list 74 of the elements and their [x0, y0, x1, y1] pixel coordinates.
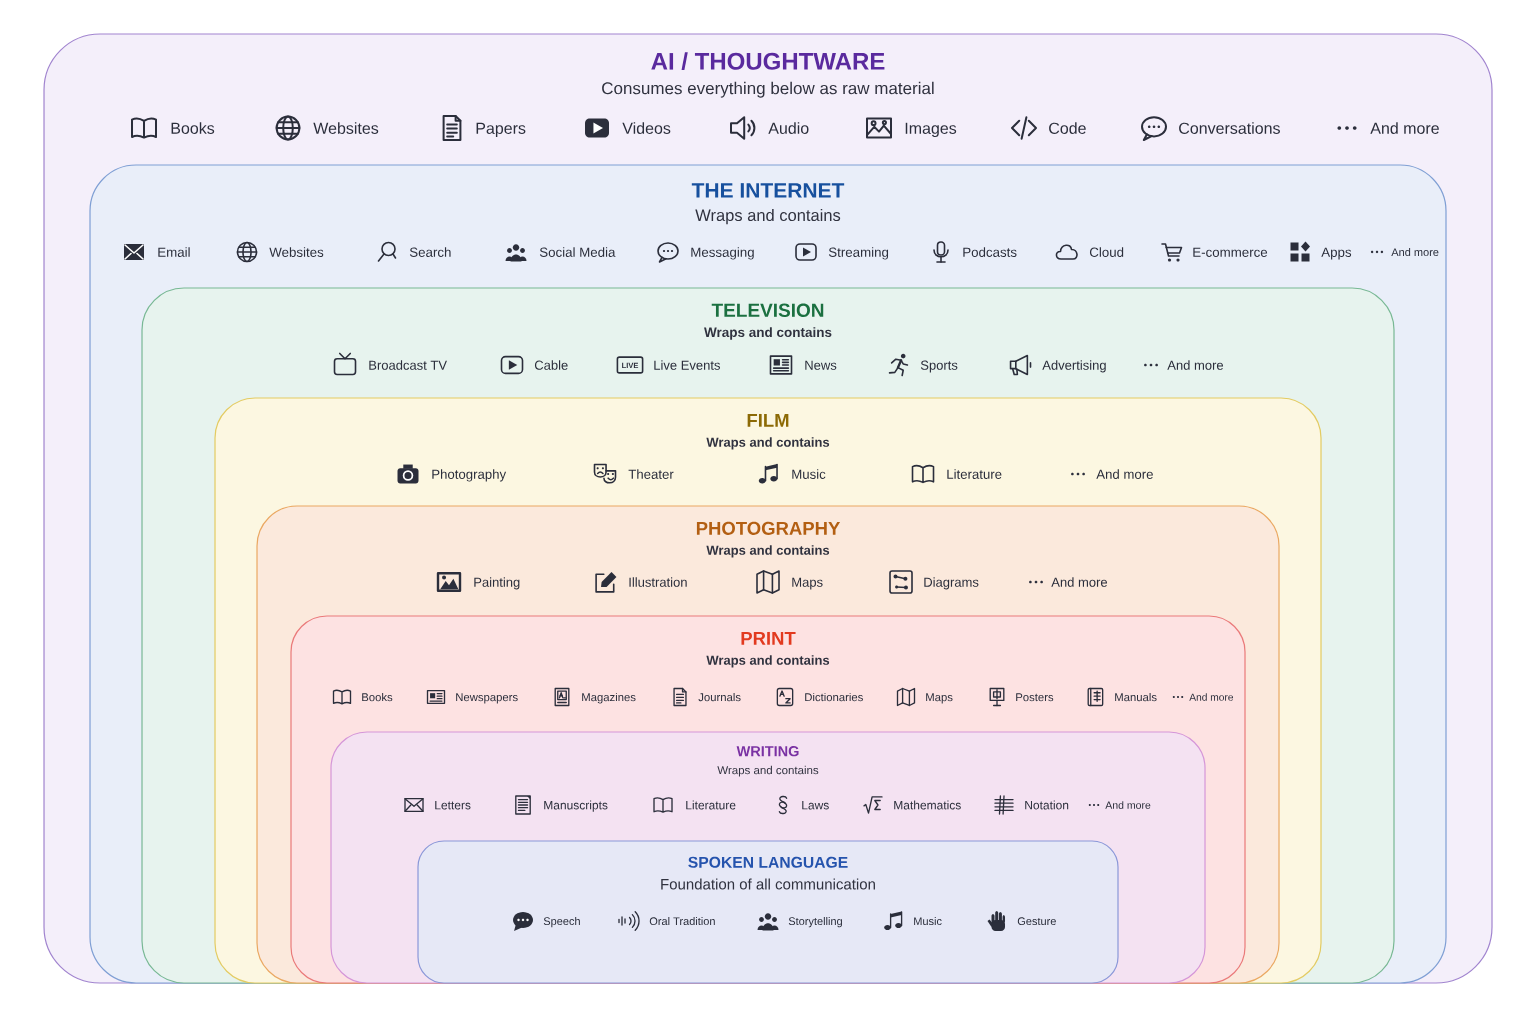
panel-title: SPOKEN LANGUAGE	[688, 856, 848, 868]
item-label: E-commerce	[1193, 247, 1268, 257]
panel-subtitle: Consumes everything below as raw material	[602, 81, 934, 98]
item-label: Oral Tradition	[649, 917, 715, 926]
panel-subtitle: Wraps and contains	[695, 208, 841, 225]
item-label: Manuals	[1115, 692, 1157, 702]
item-label: Videos	[622, 122, 671, 134]
item-label: Books	[362, 692, 393, 702]
item-label: Sports	[920, 360, 958, 373]
panel-subtitle: Wraps and contains	[717, 765, 819, 777]
item-label: Journals	[698, 692, 741, 702]
item-label: Newspapers	[456, 693, 518, 704]
panel-title: PRINT	[741, 631, 796, 645]
item-label: Photography	[432, 469, 507, 482]
panel-subtitle: Foundation of all communication	[661, 878, 875, 890]
item-label: Broadcast TV	[369, 360, 447, 370]
item-label: Websites	[313, 122, 379, 134]
item-label: Laws	[802, 801, 829, 810]
item-label: Literature	[947, 469, 1002, 479]
item-label: Email	[158, 247, 190, 257]
item-label: And more	[1051, 577, 1108, 587]
panel-title: THE INTERNET	[691, 183, 845, 198]
item-label: Magazines	[582, 692, 636, 704]
item-label: Images	[905, 122, 957, 138]
item-label: Illustration	[629, 577, 687, 587]
panel-title: PHOTOGRAPHY	[696, 521, 841, 535]
item-label: And more	[1167, 360, 1224, 370]
item-label: Cloud	[1089, 247, 1124, 257]
item-label: Manuscripts	[544, 800, 608, 812]
item-label: Messaging	[691, 247, 754, 260]
item-label: Gesture	[1017, 917, 1056, 926]
item-label: Books	[171, 122, 215, 134]
item-label: Literature	[686, 800, 736, 810]
item-label: Speech	[543, 917, 580, 928]
item-label: Theater	[628, 469, 674, 479]
panel-title: TELEVISION	[711, 303, 824, 317]
item-label: Painting	[474, 577, 520, 590]
panel-subtitle: Wraps and contains	[706, 655, 830, 668]
panel-subtitle: Wraps and contains	[704, 327, 832, 340]
item-label: Storytelling	[788, 917, 842, 928]
item-label: Papers	[476, 122, 526, 138]
item-label: Conversations	[1179, 122, 1280, 134]
item-label: Search	[409, 247, 451, 257]
item-label: Maps	[926, 693, 953, 704]
item-label: Podcasts	[963, 247, 1017, 257]
panel-subtitle: Wraps and contains	[706, 545, 830, 558]
item-label: Cable	[534, 360, 568, 370]
item-label: And more	[1189, 693, 1234, 701]
panel-title: AI / THOUGHTWARE	[651, 52, 885, 71]
item-label: Dictionaries	[805, 692, 863, 702]
item-label: Music	[792, 469, 826, 479]
item-label: Mathematics	[894, 800, 961, 810]
item-label: Letters	[435, 801, 471, 810]
item-label: Apps	[1321, 247, 1352, 260]
item-label: And more	[1096, 469, 1153, 479]
panel-subtitle: Wraps and contains	[706, 437, 830, 450]
item-label: And more	[1391, 248, 1439, 257]
item-label: Streaming	[828, 247, 889, 260]
item-label: And more	[1105, 801, 1151, 809]
panel-title: WRITING	[736, 746, 799, 757]
item-label: Maps	[792, 577, 823, 590]
item-label: Advertising	[1042, 360, 1106, 373]
item-label: Code	[1049, 122, 1086, 134]
item-label: Websites	[269, 247, 324, 257]
panel-title: FILM	[747, 413, 789, 427]
item-label: News	[805, 360, 837, 370]
item-label: Audio	[768, 122, 809, 134]
item-label: Notation	[1025, 800, 1069, 810]
item-label: Diagrams	[924, 577, 979, 590]
item-label: Live Events	[654, 360, 720, 370]
item-label: Social Media	[539, 247, 616, 257]
item-label: And more	[1370, 122, 1439, 134]
item-label: Music	[914, 917, 942, 926]
item-label: Posters	[1016, 693, 1054, 702]
